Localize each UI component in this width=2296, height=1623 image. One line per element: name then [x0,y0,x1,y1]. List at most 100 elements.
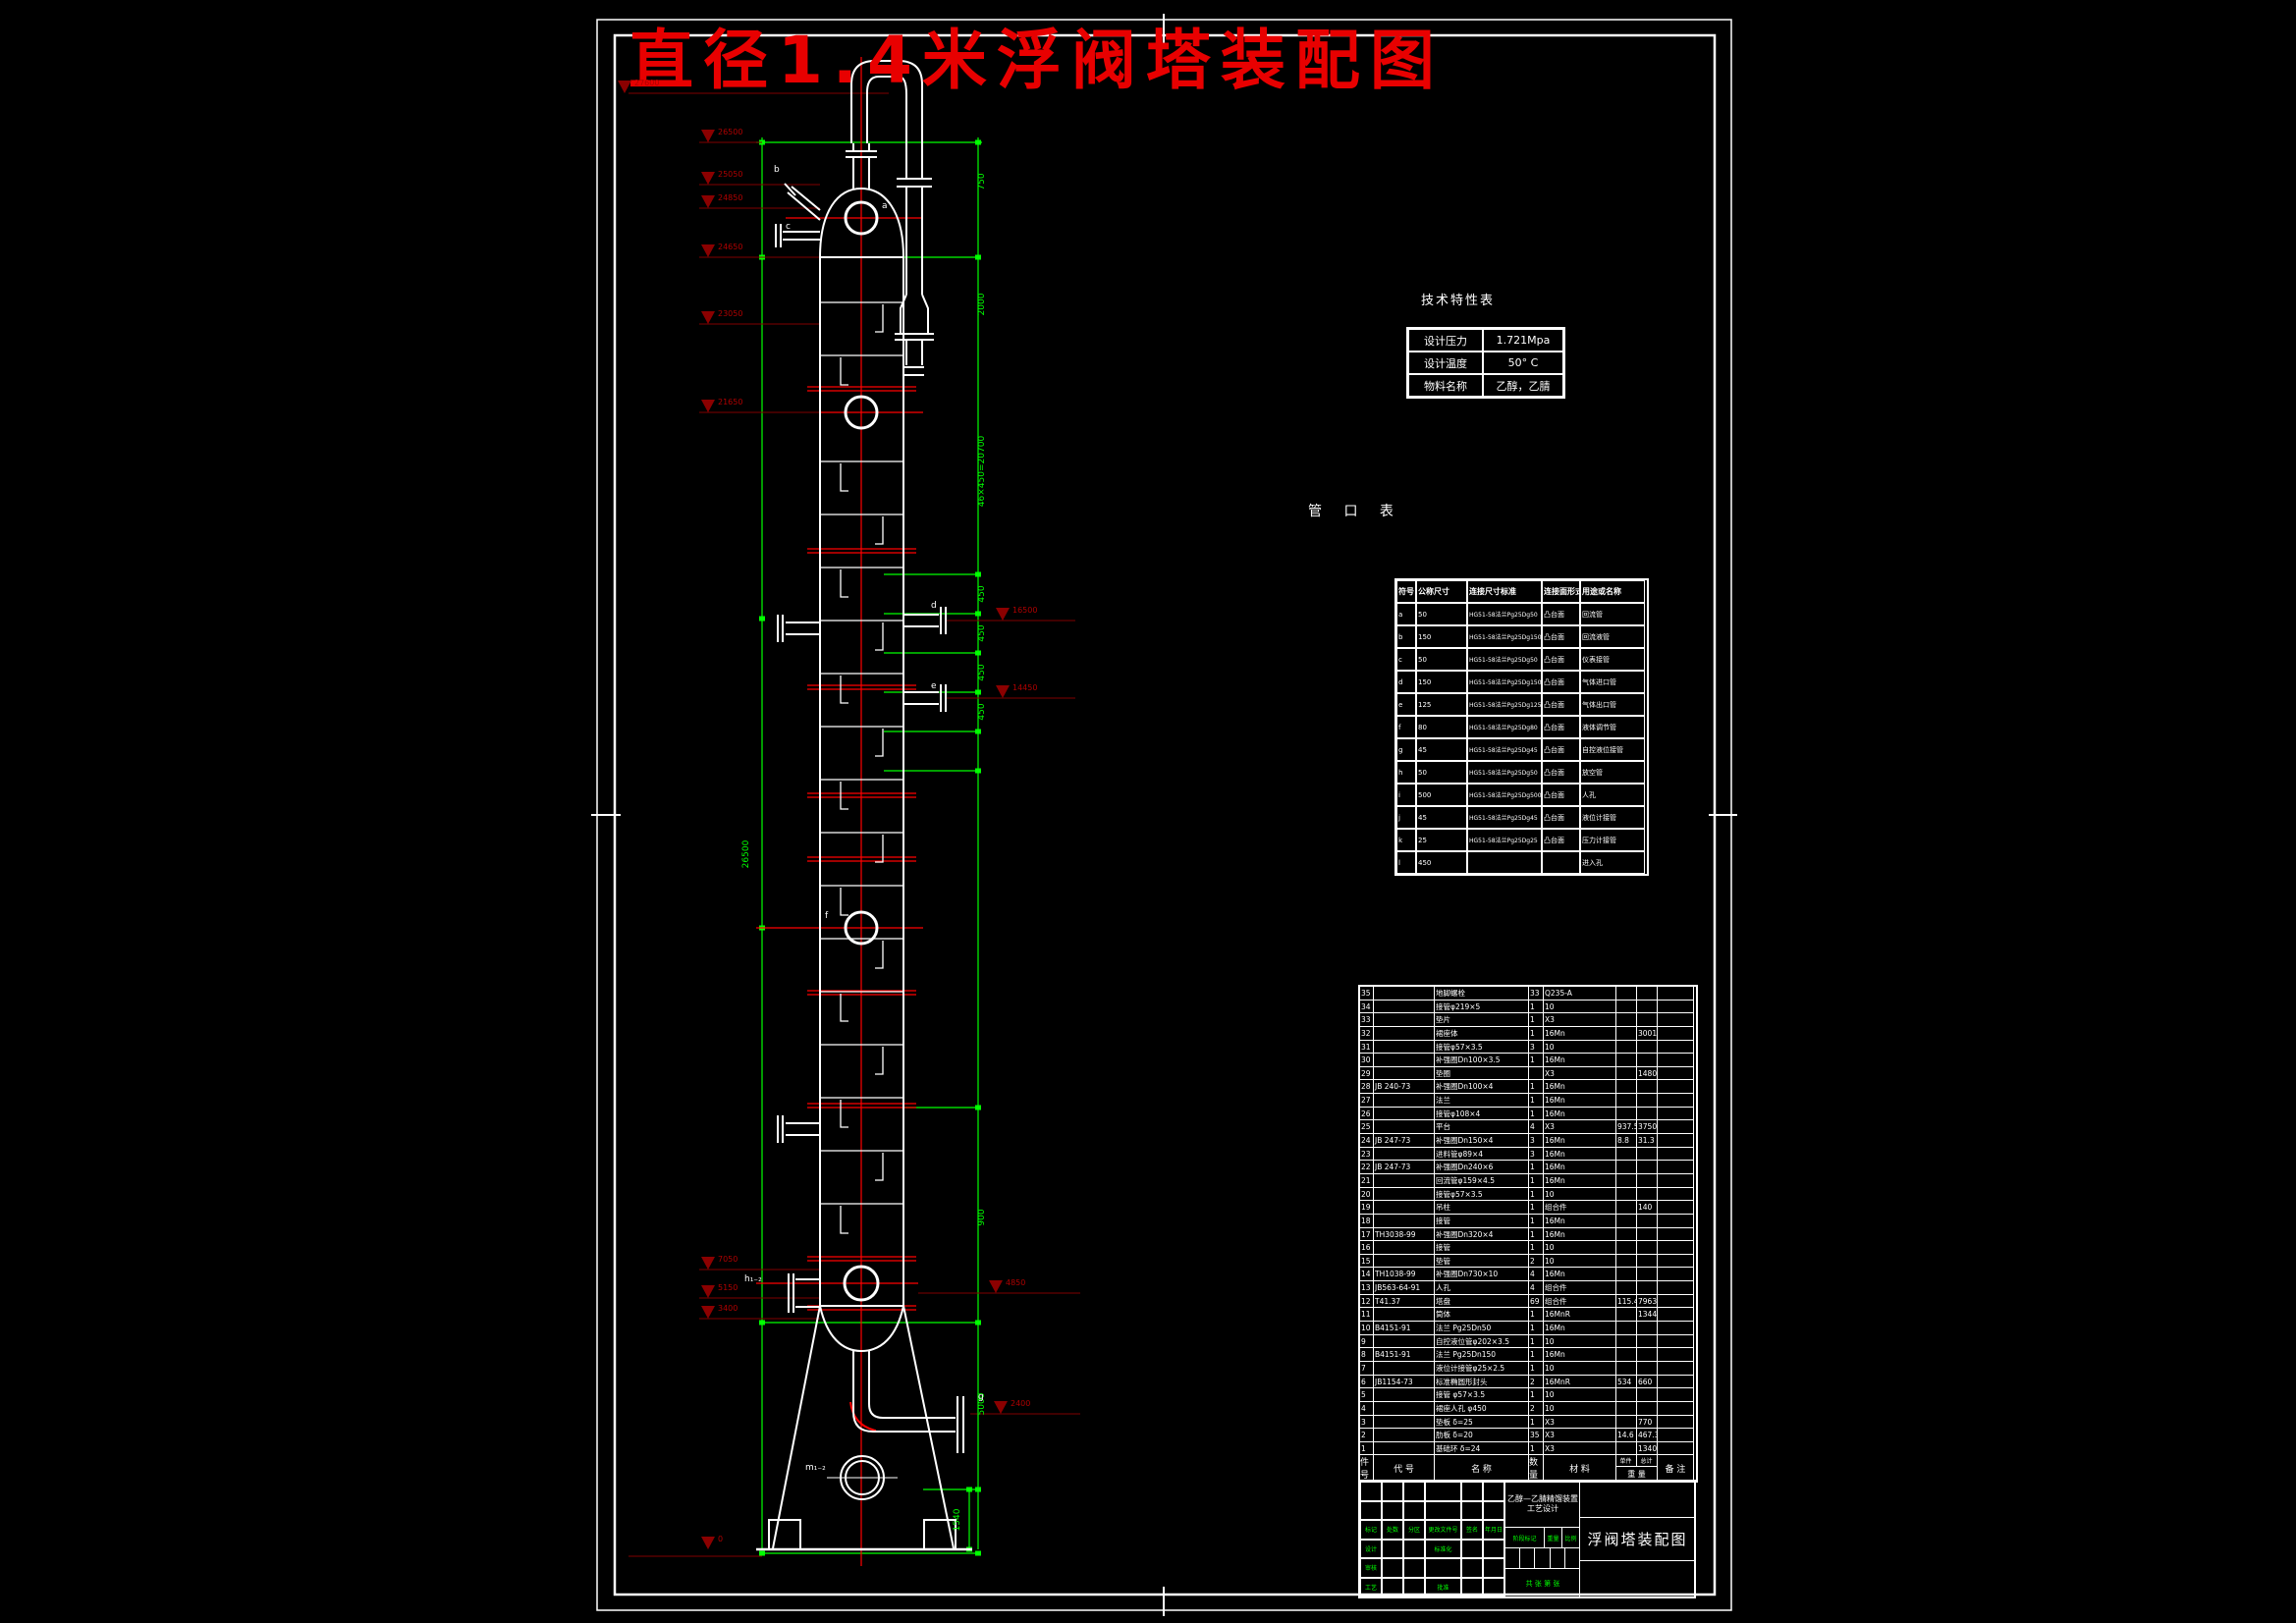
drawing-title: 浮阀塔装配图 [1580,1518,1695,1561]
cell-qty: 2 [1529,1401,1544,1416]
sign-mark: 标记 [1360,1520,1382,1540]
cell-no: 7 [1360,1361,1374,1376]
elevation-triangle-icon [701,400,715,412]
elevation-value: 16500 [1012,606,1038,615]
elevation-triangle-icon [701,244,715,257]
cell-unit-weight [1616,1201,1637,1215]
elevation-triangle-icon [618,81,631,93]
cell-standard: HG51-58法兰Pg25Dg45 [1467,806,1542,829]
cell-note [1658,1134,1694,1148]
bom-row: 4 裙座人孔 φ450 2 10 [1360,1401,1696,1416]
sign-signature: 签名 [1461,1520,1483,1540]
cell-material: 16Mn [1544,1268,1616,1282]
cell-name: 接管φ57×3.5 [1435,1040,1529,1055]
bom-row: 15 垫管 2 10 [1360,1254,1696,1269]
cell-usage: 液体调节管 [1580,716,1645,738]
bom-row: 32 裙座体 1 16Mn 3001.3 [1360,1026,1696,1041]
cell-size: 45 [1416,806,1467,829]
role-standardization: 标准化 [1425,1539,1461,1558]
cell-name: 进料管φ89×4 [1435,1147,1529,1162]
cell-qty: 1 [1529,1441,1544,1456]
cell-total-weight: 467.3 [1637,1429,1658,1442]
elevation-triangle-icon [996,685,1010,698]
dimension-label: 46×450=20700 [977,435,987,508]
cell-note [1658,1161,1694,1174]
cell-name: 回流管φ159×4.5 [1435,1173,1529,1188]
bom-row: 33 垫片 1 X3 [1360,1013,1696,1027]
cell-total-weight [1637,1080,1658,1095]
sign-count: 处数 [1382,1520,1403,1540]
role-check: 审核 [1360,1558,1382,1578]
cell-total-weight [1637,1000,1658,1014]
cell-usage: 仪表接管 [1580,648,1645,671]
pipe-table-row: a 50 HG51-58法兰Pg25Dg50 凸台面 回流管 [1396,603,1647,625]
elevation-value: 4850 [1006,1278,1026,1287]
cell-total-weight: 1344.1 [1637,1308,1658,1323]
cell-qty: 1 [1529,1214,1544,1228]
cell-code [1374,1254,1435,1269]
bom-row: 2 肋板 δ=20 35 X3 14.6 467.3 [1360,1429,1696,1442]
cell-no: 32 [1360,1026,1374,1041]
cell-material: 10 [1544,1241,1616,1255]
cell-usage: 气体出口管 [1580,693,1645,716]
cell-material: X3 [1544,1013,1616,1027]
bom-table: 35 地脚螺栓 33 Q235-A 34 接管φ219×5 1 10 [1358,985,1698,1484]
bom-row: 18 接管 1 16Mn [1360,1214,1696,1228]
cell-unit-weight [1616,1334,1637,1349]
cell-material: X3 [1544,1120,1616,1135]
pipe-table-row: c 50 HG51-58法兰Pg25Dg50 凸台面 仪表接管 [1396,648,1647,671]
cell-symbol: c [1396,648,1416,671]
cell-note [1658,1241,1694,1255]
cell-name: 标准椭圆形封头 [1435,1375,1529,1389]
project-line2: 工艺设计 [1527,1504,1558,1513]
cell-material: 16Mn [1544,1214,1616,1228]
cell-usage: 液位计接管 [1580,806,1645,829]
cell-unit-weight [1616,987,1637,1001]
bom-row: 22 JB 247-73 补强圈Dn240×6 1 16Mn [1360,1161,1696,1174]
cell-unit-weight: 937.5 [1616,1120,1637,1135]
head-total: 总计 [1636,1455,1657,1468]
cell-code [1374,1214,1435,1228]
cell-material: 16Mn [1544,1094,1616,1108]
cell-symbol: j [1396,806,1416,829]
cell-no: 31 [1360,1040,1374,1055]
pipe-table-row: f 80 HG51-58法兰Pg25Dg80 凸台面 液体调节管 [1396,716,1647,738]
col-usage: 用途或名称 [1580,580,1645,603]
cell-note [1658,1054,1694,1067]
cell-no: 11 [1360,1308,1374,1323]
cell-note [1658,1026,1694,1041]
title-block-signature-grid: 标记 处数 分区 更改文件号 签名 年月日 设计 标准化 审核 工艺 批准 [1360,1482,1504,1596]
cell-name: 补强圈Dn240×6 [1435,1161,1529,1174]
cell-unit-weight [1616,1054,1637,1067]
dimension-label: 26500 [741,839,751,869]
cell-symbol: i [1396,784,1416,806]
page-title: 直径1.4米浮阀塔装配图 [629,23,1445,98]
cell-no: 24 [1360,1134,1374,1148]
pipe-table-row: k 25 HG51-58法兰Pg25Dg25 凸台面 压力计接管 [1396,829,1647,851]
cell-qty: 1 [1529,1054,1544,1067]
cell-name: 垫管 [1435,1254,1529,1269]
bom-row: 16 接管 1 10 [1360,1241,1696,1255]
bom-row: 23 进料管φ89×4 3 16Mn [1360,1147,1696,1162]
bom-row: 3 垫板 δ=25 1 X3 770 [1360,1415,1696,1430]
cell-standard: HG51-58法兰Pg25Dg150 [1467,625,1542,648]
pipe-table: 符号 公称尺寸 连接尺寸标准 连接面形式 用途或名称 a 50 HG51-58法… [1394,578,1649,876]
cell-no: 16 [1360,1241,1374,1255]
cell-name: 法兰 Pg25Dn150 [1435,1348,1529,1362]
dimension-lines-green [756,137,982,1556]
cell-no: 22 [1360,1161,1374,1174]
head-weight: 单件 总计 重 量 [1616,1455,1658,1482]
cell-size: 80 [1416,716,1467,738]
dimension-label: 450 [977,585,987,603]
project-line1: 乙醇—乙腈精馏装置 [1507,1493,1578,1503]
bom-row: 17 TH3038-99 补强圈Dn320×4 1 16Mn [1360,1227,1696,1242]
bom-row: 1 基础环 δ=24 1 X3 1340 [1360,1441,1696,1456]
cell-material: 组合件 [1544,1201,1616,1215]
dimension-label: 450 [977,664,987,681]
cell-unit-weight [1616,1241,1637,1255]
cell-name: 接管 [1435,1214,1529,1228]
cell-note [1658,1187,1694,1202]
role-approve: 批准 [1425,1577,1461,1596]
tech-table-row: 设计温度 50° C [1408,352,1563,374]
